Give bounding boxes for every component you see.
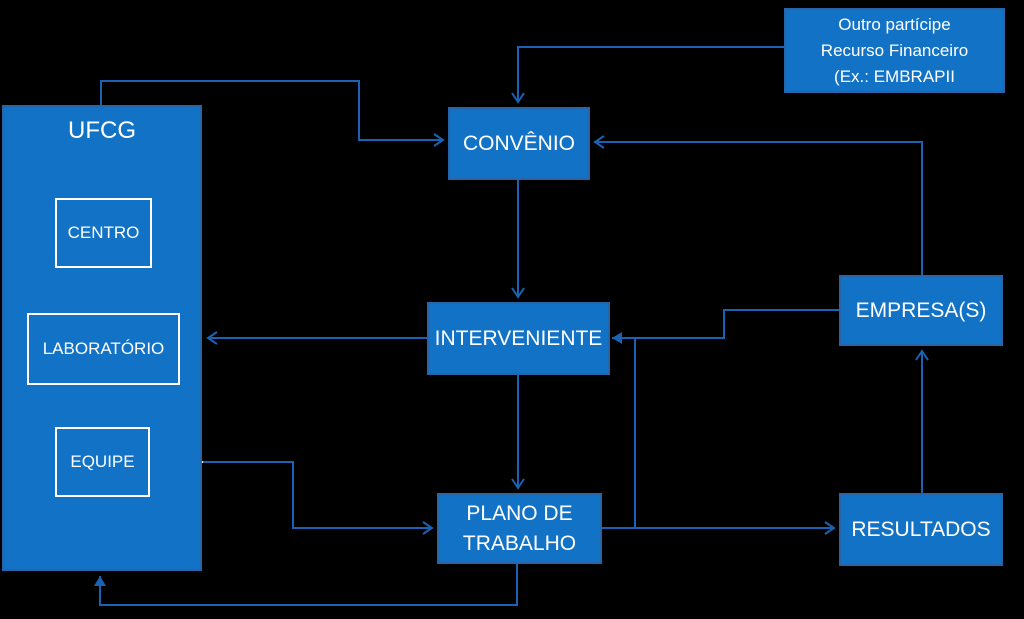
connector-ufcg-to-convenio: [100, 80, 445, 147]
node-equipe-label: EQUIPE: [70, 452, 135, 471]
node-equipe: EQUIPE: [55, 427, 150, 497]
node-interveniente-label: INTERVENIENTE: [434, 326, 603, 350]
node-ufcg: UFCG: [2, 105, 202, 571]
connector-empresa-to-convenio: [593, 135, 923, 275]
outro-participe-line1: Outro partícipe: [838, 14, 951, 34]
connector-plano-loop-to-ufcg: [94, 564, 518, 606]
node-centro-label: CENTRO: [67, 223, 140, 242]
node-laboratorio-label: LABORATÓRIO: [42, 339, 165, 358]
node-laboratorio: LABORATÓRIO: [27, 313, 180, 385]
node-ufcg-label: UFCG: [68, 117, 136, 144]
node-convenio: CONVÊNIO: [448, 107, 590, 180]
node-empresa: EMPRESA(S): [839, 275, 1003, 346]
connector-outro-participe-to-convenio: [511, 46, 784, 104]
node-plano-de-trabalho: PLANO DE TRABALHO: [437, 493, 602, 564]
node-interveniente: INTERVENIENTE: [427, 302, 610, 375]
connector-equipe-to-plano: [202, 461, 434, 535]
outro-participe-line2: Recurso Financeiro: [820, 40, 969, 60]
node-resultados-label: RESULTADOS: [851, 517, 991, 541]
connector-empresa-to-interveniente: [612, 309, 839, 344]
node-resultados: RESULTADOS: [839, 493, 1003, 566]
node-convenio-label: CONVÊNIO: [462, 131, 575, 155]
node-centro: CENTRO: [55, 198, 152, 268]
plano-line2: TRABALHO: [462, 531, 577, 555]
node-empresa-label: EMPRESA(S): [855, 298, 987, 322]
node-outro-participe: Outro partícipe Recurso Financeiro (Ex.:…: [784, 8, 1005, 93]
outro-participe-line3: (Ex.: EMBRAPII: [834, 66, 955, 86]
plano-line1: PLANO DE: [466, 501, 573, 525]
